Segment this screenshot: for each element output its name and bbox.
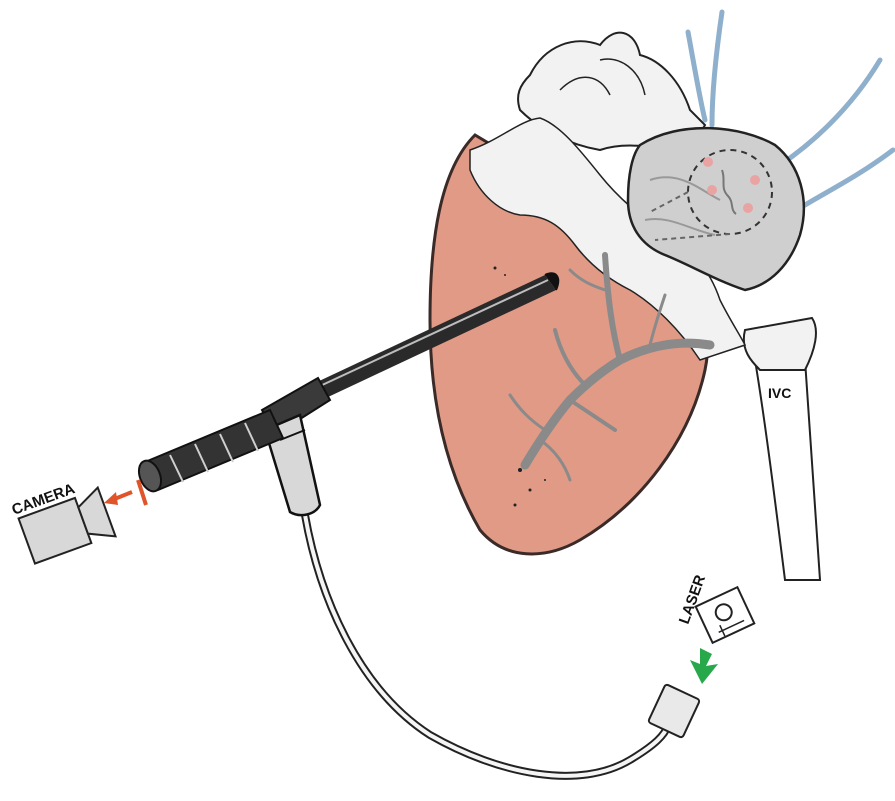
laser-fiber [305, 515, 668, 776]
ivc-label: IVC [768, 385, 791, 401]
laser-arrow [690, 648, 718, 684]
ivc-vessel [744, 318, 820, 580]
laser-connector [648, 684, 700, 738]
camera-arrow [104, 480, 146, 505]
laser-icon [696, 587, 755, 643]
